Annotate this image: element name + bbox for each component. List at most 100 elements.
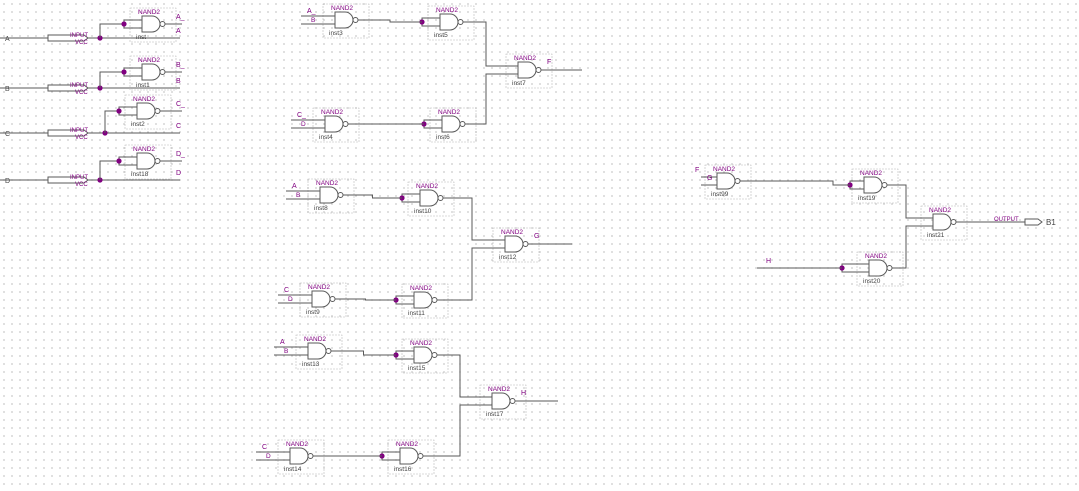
gate-type-label: NAND2 <box>416 183 438 190</box>
input-pin-icon[interactable] <box>47 84 89 92</box>
wire[interactable] <box>99 23 124 38</box>
output-net-label-bar: C_ <box>176 101 185 108</box>
wire[interactable] <box>358 19 422 23</box>
gate-type-label: NAND2 <box>321 109 343 116</box>
wire[interactable] <box>463 21 512 67</box>
nand-gate-symbol <box>486 392 511 410</box>
pin-type-label: INPUT <box>70 83 88 89</box>
inversion-bubble-icon <box>457 19 464 25</box>
gate-type-label: NAND2 <box>396 441 418 448</box>
pin-type-label: OUTPUT <box>994 217 1019 223</box>
gate-bounding-box <box>387 439 435 475</box>
output-net-label: B <box>176 78 181 85</box>
gate-bounding-box <box>429 107 477 143</box>
wire[interactable] <box>443 197 499 241</box>
nand-gate-inst4[interactable]: NAND2 inst4 <box>312 107 360 143</box>
instance-label: inst6 <box>436 134 450 141</box>
instance-label: inst4 <box>319 134 333 141</box>
input-net-label: B <box>296 192 300 199</box>
gate-type-label: NAND2 <box>514 55 536 62</box>
output-net-label: F <box>547 59 551 66</box>
wire[interactable] <box>99 160 119 180</box>
nand-gate-symbol <box>131 102 156 120</box>
gate-bounding-box <box>401 338 449 374</box>
instance-label: inst15 <box>408 365 426 372</box>
wire[interactable] <box>343 194 402 199</box>
inversion-bubble-icon <box>159 21 166 27</box>
inversion-bubble-icon <box>881 182 888 188</box>
inversion-bubble-icon <box>509 398 516 404</box>
gate-type-label: NAND2 <box>436 7 458 14</box>
instance-label: inst20 <box>863 278 881 285</box>
wire[interactable] <box>465 73 512 125</box>
pin-default-label: VCC <box>75 182 88 188</box>
wire[interactable] <box>104 110 119 133</box>
gate-bounding-box <box>401 283 449 319</box>
pin-type-label: INPUT <box>70 175 88 181</box>
wire[interactable] <box>331 350 396 356</box>
output-pin-icon[interactable] <box>1024 218 1043 226</box>
wire[interactable] <box>437 247 499 301</box>
wire[interactable] <box>887 184 927 219</box>
wire[interactable] <box>99 71 124 88</box>
instance-label: inst14 <box>284 466 302 473</box>
wire[interactable] <box>437 354 486 398</box>
input-net-label: C <box>262 444 267 451</box>
instance-label: inst8 <box>314 205 328 212</box>
input-pin-name: C <box>5 131 10 138</box>
output-net-label: H <box>521 390 526 397</box>
input-net-label: C_ <box>297 112 306 119</box>
instance-label: inst99 <box>711 191 729 198</box>
input-net-label: D <box>266 453 271 460</box>
input-net-label: A <box>280 339 285 346</box>
nand-gate-symbol <box>408 291 433 309</box>
wire[interactable] <box>740 180 850 186</box>
instance-label: inst1 <box>136 82 150 89</box>
input-net-label: G <box>707 175 712 182</box>
nand-gate-symbol <box>408 346 433 364</box>
wire[interactable] <box>423 404 486 457</box>
wire[interactable] <box>335 298 396 301</box>
input-pin-icon[interactable] <box>47 129 89 137</box>
input-pin-icon[interactable] <box>47 176 89 184</box>
nand-gate-symbol <box>434 13 459 31</box>
input-pin-icon[interactable] <box>47 34 89 42</box>
instance-label: inst3 <box>329 30 343 37</box>
gate-type-label: NAND2 <box>410 285 432 292</box>
wire[interactable] <box>841 268 863 273</box>
inversion-bubble-icon <box>431 352 438 358</box>
inversion-bubble-icon <box>459 121 466 127</box>
pin-default-label: VCC <box>75 90 88 96</box>
gate-type-label: NAND2 <box>501 229 523 236</box>
wire[interactable] <box>892 225 927 269</box>
gate-bounding-box <box>407 181 455 217</box>
gate-type-label: NAND2 <box>133 146 155 153</box>
pin-type-label: INPUT <box>70 128 88 134</box>
wire[interactable] <box>841 263 863 268</box>
nand-gate-symbol <box>329 11 354 29</box>
gate-type-label: NAND2 <box>138 9 160 16</box>
